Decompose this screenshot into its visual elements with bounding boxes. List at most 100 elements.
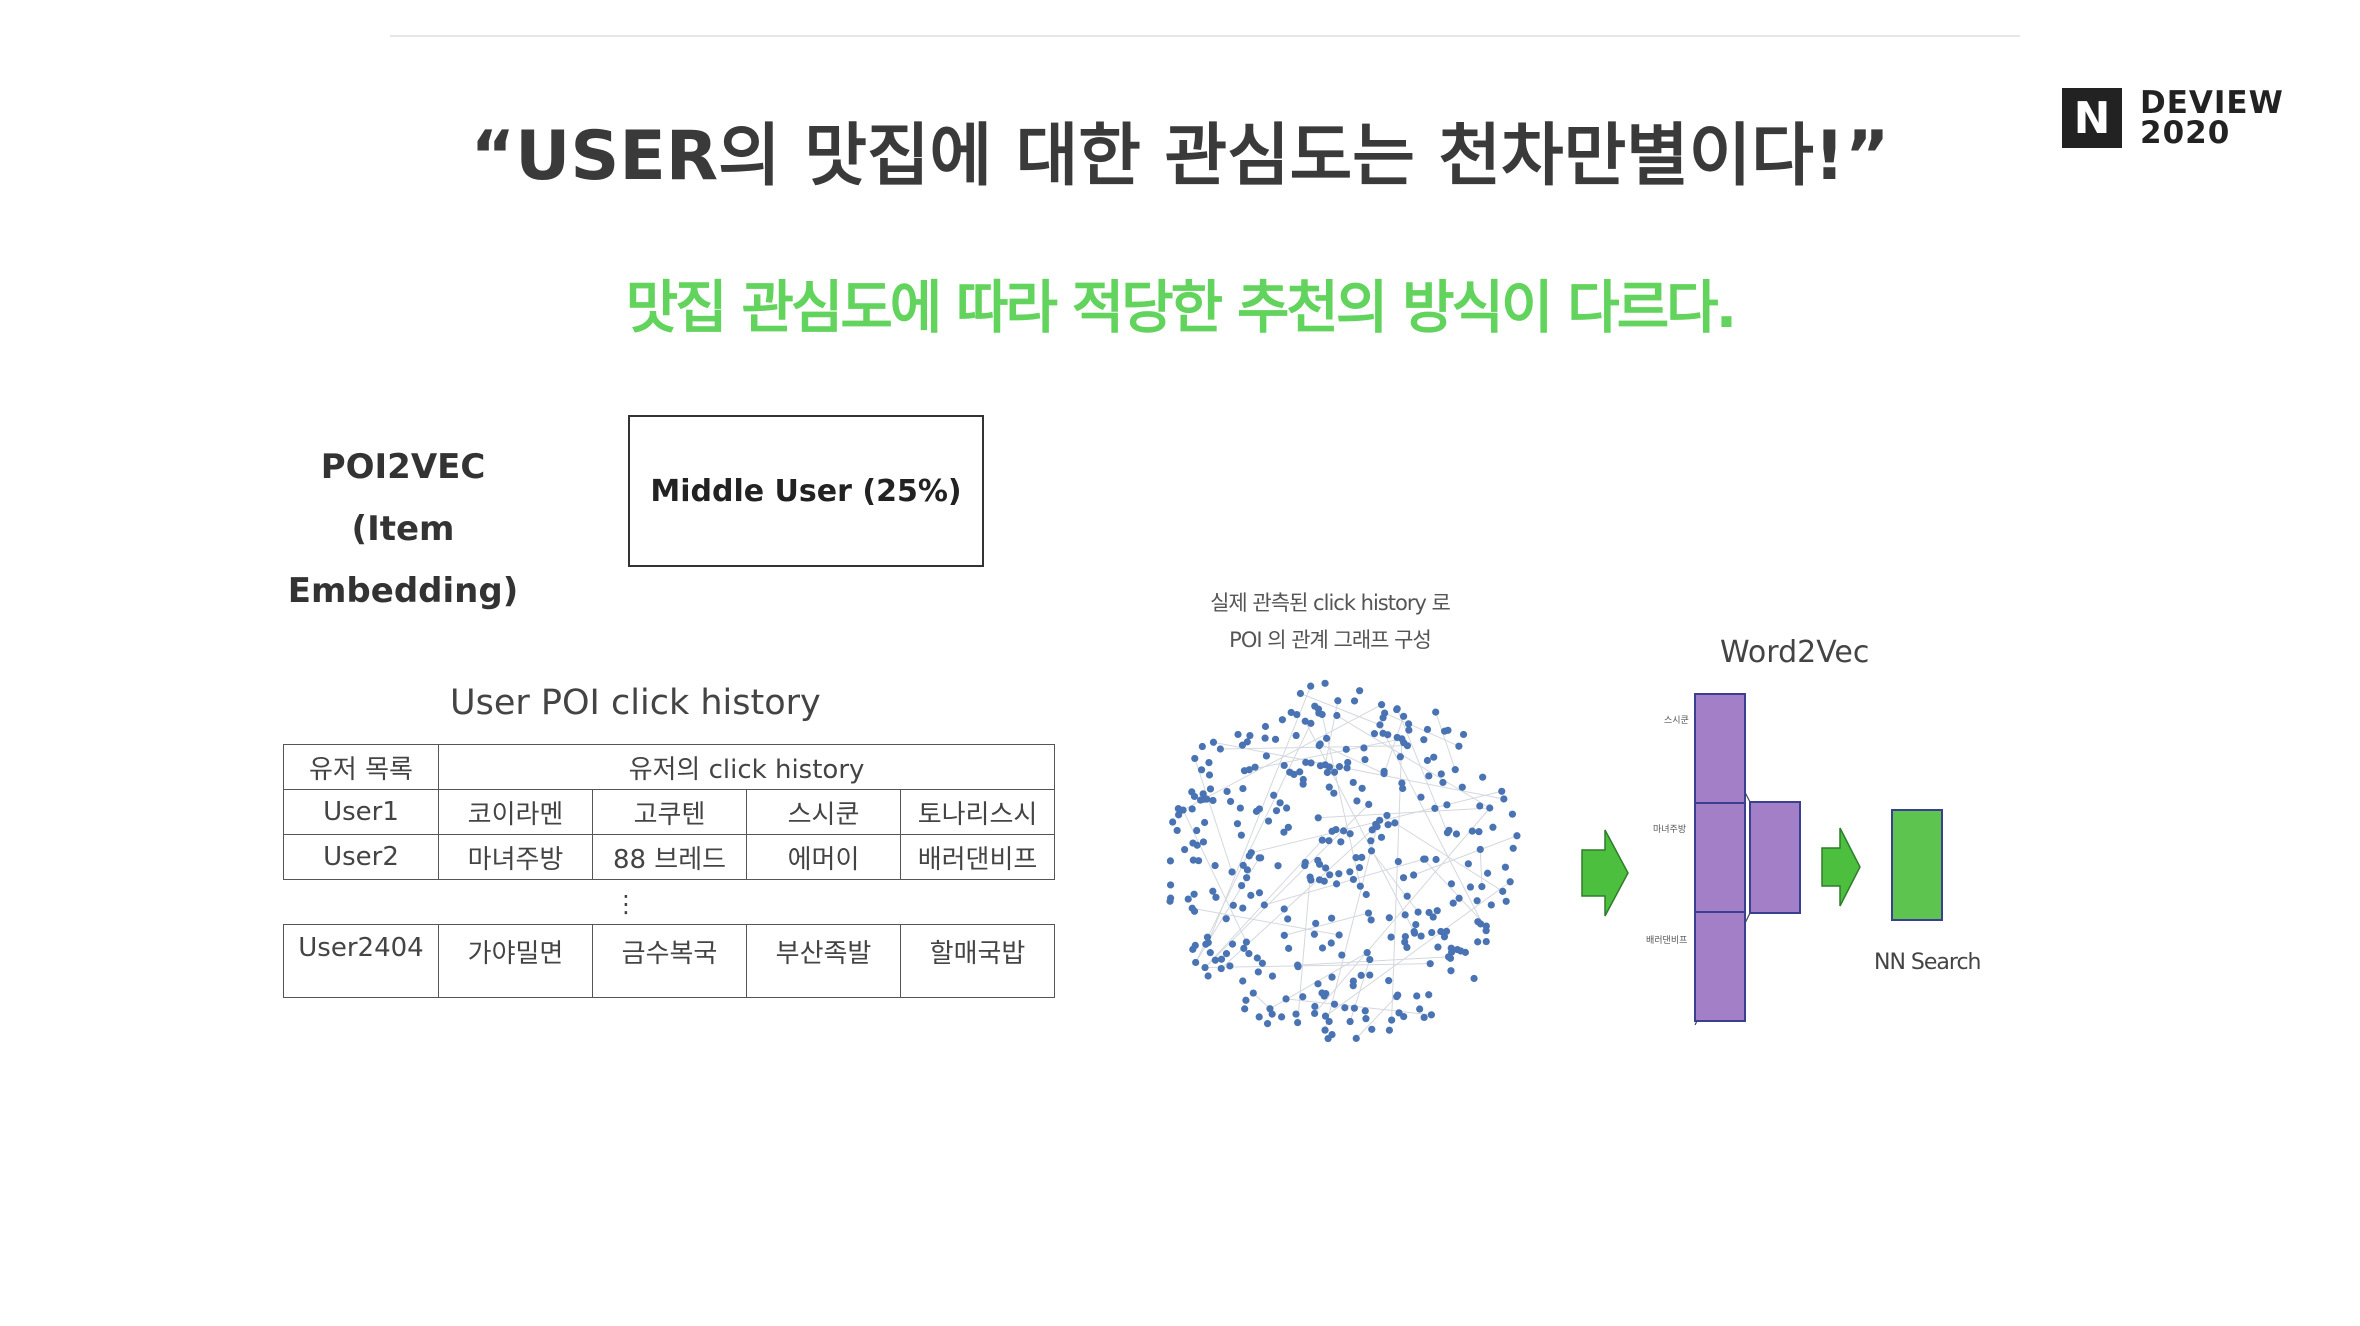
graph-node xyxy=(1196,796,1205,804)
graph-node xyxy=(1239,784,1247,793)
graph-node xyxy=(1388,1016,1396,1024)
graph-node xyxy=(1447,967,1455,975)
graph-node xyxy=(1236,804,1244,812)
user-cell: User2 xyxy=(283,834,439,880)
graph-node xyxy=(1368,1025,1376,1033)
graph-node xyxy=(1447,880,1456,888)
graph-edge xyxy=(1379,724,1487,931)
graph-node xyxy=(1200,818,1209,827)
click-history-table: 유저 목록 유저의 click history User1 코이라멘 고쿠텐 스… xyxy=(283,744,1055,880)
graph-edge xyxy=(1324,826,1378,1031)
poi-cell: 88 브레드 xyxy=(592,834,747,880)
poi2vec-subtitle: (Item Embedding) xyxy=(287,509,519,611)
click-history-table-last: User2404 가야밀면 금수복국 부산족발 할매국밥 xyxy=(283,924,1055,998)
graph-node xyxy=(1439,778,1447,787)
graph-node xyxy=(1385,914,1393,922)
graph-node xyxy=(1181,845,1189,854)
graph-node xyxy=(1322,990,1330,998)
nn-search-label: NN Search xyxy=(1874,950,1981,975)
graph-node xyxy=(1222,915,1230,923)
graph-node xyxy=(1311,702,1319,710)
graph-node xyxy=(1217,964,1225,973)
graph-node xyxy=(1293,710,1301,719)
graph-node xyxy=(1350,1004,1358,1012)
graph-node xyxy=(1301,717,1309,725)
graph-node xyxy=(1223,787,1231,796)
graph-node xyxy=(1425,991,1433,999)
input-label: 스시쿤 xyxy=(1664,715,1689,726)
graph-node xyxy=(1356,687,1364,695)
graph-node xyxy=(1240,944,1248,952)
graph-node xyxy=(1362,890,1370,899)
graph-node xyxy=(1272,807,1281,815)
graph-node xyxy=(1278,716,1286,724)
output-vector-block xyxy=(1891,809,1943,921)
graph-edge xyxy=(1192,907,1340,936)
graph-node xyxy=(1394,857,1402,866)
graph-edge xyxy=(1324,700,1339,765)
input-label: 마녀주방 xyxy=(1653,824,1686,835)
poi-cell: 코이라멘 xyxy=(438,789,593,835)
graph-node xyxy=(1332,825,1340,834)
graph-node xyxy=(1260,901,1268,909)
graph-node xyxy=(1315,876,1324,884)
poi-cell: 토나리스시 xyxy=(900,789,1055,835)
graph-node xyxy=(1379,729,1387,737)
graph-caption-line-1: 실제 관측된 click history 로 xyxy=(1210,591,1451,615)
graph-node xyxy=(1278,1013,1286,1021)
graph-node xyxy=(1423,725,1432,734)
graph-node xyxy=(1346,1017,1354,1026)
graph-node xyxy=(1245,950,1253,958)
graph-node xyxy=(1245,852,1253,860)
graph-node xyxy=(1405,726,1413,734)
graph-node xyxy=(1377,833,1386,841)
graph-node xyxy=(1242,996,1250,1004)
graph-node xyxy=(1328,973,1336,981)
logo-line-1: DEVIEW xyxy=(2140,85,2284,121)
graph-node xyxy=(1380,770,1388,778)
poi-cell: 에머이 xyxy=(746,834,901,880)
hidden-embedding-block xyxy=(1749,801,1801,914)
poi-cell: 마녀주방 xyxy=(438,834,593,880)
graph-node xyxy=(1325,783,1333,791)
graph-node xyxy=(1328,1030,1336,1039)
poi-cell: 스시쿤 xyxy=(746,789,901,835)
graph-node xyxy=(1401,938,1409,946)
graph-node xyxy=(1361,755,1369,764)
graph-edge xyxy=(1371,850,1419,913)
graph-edge xyxy=(1314,807,1491,1014)
graph-node xyxy=(1283,804,1291,812)
graph-node xyxy=(1349,778,1357,787)
graph-node xyxy=(1479,773,1487,781)
graph-node xyxy=(1197,766,1206,774)
graph-node xyxy=(1410,928,1418,936)
graph-node xyxy=(1447,944,1455,952)
graph-node xyxy=(1501,863,1510,871)
graph-node xyxy=(1400,712,1408,720)
graph-node xyxy=(1301,858,1309,867)
graph-node xyxy=(1254,968,1262,976)
graph-node xyxy=(1353,797,1361,805)
graph-node xyxy=(1470,974,1478,983)
graph-edge xyxy=(1249,738,1403,771)
graph-node xyxy=(1474,918,1482,926)
graph-node xyxy=(1315,709,1323,717)
graph-node xyxy=(1211,956,1219,964)
graph-node xyxy=(1356,882,1364,890)
graph-node xyxy=(1190,890,1198,898)
graph-node xyxy=(1483,869,1492,877)
graph-node xyxy=(1246,731,1254,740)
graph-node xyxy=(1280,931,1288,939)
graph-node xyxy=(1310,930,1318,938)
graph-node xyxy=(1464,860,1472,868)
graph-node xyxy=(1430,753,1438,761)
slide-title: “USER의 맛집에 대한 관심도는 천차만별이다!” xyxy=(470,117,1890,196)
poi-cell: 고쿠텐 xyxy=(592,789,747,835)
graph-node xyxy=(1393,993,1401,1001)
graph-node xyxy=(1262,752,1271,760)
graph-node xyxy=(1367,847,1376,855)
graph-node xyxy=(1366,955,1374,964)
graph-node xyxy=(1175,811,1183,819)
graph-node xyxy=(1423,756,1432,765)
graph-edge xyxy=(1435,711,1456,770)
